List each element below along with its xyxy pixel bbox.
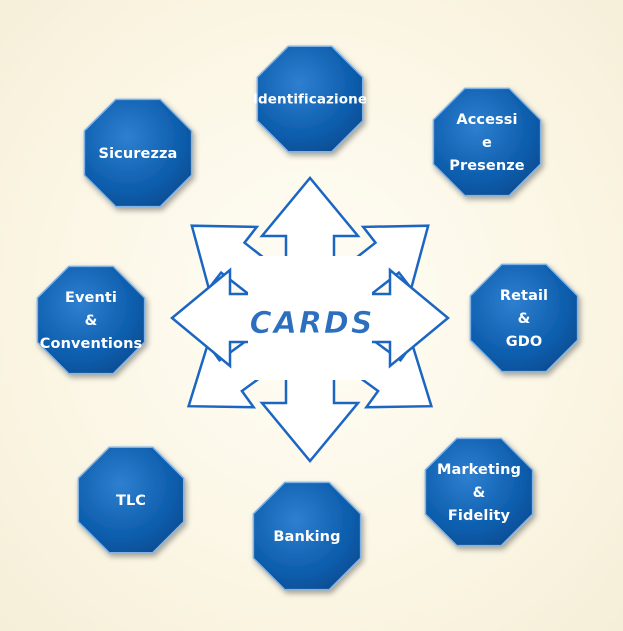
node-label-line: TLC <box>116 493 146 509</box>
node-eventi-conventions: Eventi & Conventions <box>36 265 146 375</box>
node-retail-gdo: Retail & GDO <box>469 263 579 373</box>
node-label-line: Conventions <box>40 336 142 352</box>
node-label-line: Retail <box>500 288 548 304</box>
node-label-marketing-fidelity: Marketing & Fidelity <box>437 462 521 524</box>
node-label-line: & <box>473 485 486 501</box>
node-label-line: Presenze <box>449 158 525 174</box>
node-octagon-banking <box>252 481 362 591</box>
node-label-banking: Banking <box>273 529 340 545</box>
center-label: CARDS <box>250 306 375 341</box>
node-tlc: TLC <box>77 446 185 554</box>
node-octagon-identificazione <box>256 45 364 153</box>
node-label-line: e <box>482 135 492 151</box>
node-octagon-marketing-fidelity <box>424 437 534 547</box>
node-banking: Banking <box>252 481 362 591</box>
node-sicurezza: Sicurezza <box>83 98 193 208</box>
center-square <box>248 256 372 380</box>
node-label-sicurezza: Sicurezza <box>99 146 178 162</box>
node-label-line: Identificazione <box>253 92 367 108</box>
node-label-line: GDO <box>506 334 543 350</box>
node-label-tlc: TLC <box>116 493 146 509</box>
node-label-line: Fidelity <box>448 508 511 524</box>
node-octagon-accessi-presenze <box>432 87 542 197</box>
node-octagon-tlc <box>77 446 185 554</box>
node-octagon-eventi-conventions <box>36 265 146 375</box>
node-marketing-fidelity: Marketing & Fidelity <box>424 437 534 547</box>
node-label-line: Accessi <box>456 112 517 128</box>
node-label-identificazione: Identificazione <box>253 92 367 108</box>
central-arrows <box>170 176 450 463</box>
node-label-eventi-conventions: Eventi & Conventions <box>40 290 142 352</box>
node-octagon-retail-gdo <box>469 263 579 373</box>
node-label-line: Banking <box>273 529 340 545</box>
node-label-line: & <box>518 311 531 327</box>
node-octagon-sicurezza <box>83 98 193 208</box>
node-label-line: & <box>85 313 98 329</box>
node-label-line: Marketing <box>437 462 521 478</box>
node-label-line: Sicurezza <box>99 146 178 162</box>
node-identificazione: Identificazione <box>253 45 367 153</box>
node-label-line: Eventi <box>65 290 117 306</box>
node-label-retail-gdo: Retail & GDO <box>500 288 548 350</box>
